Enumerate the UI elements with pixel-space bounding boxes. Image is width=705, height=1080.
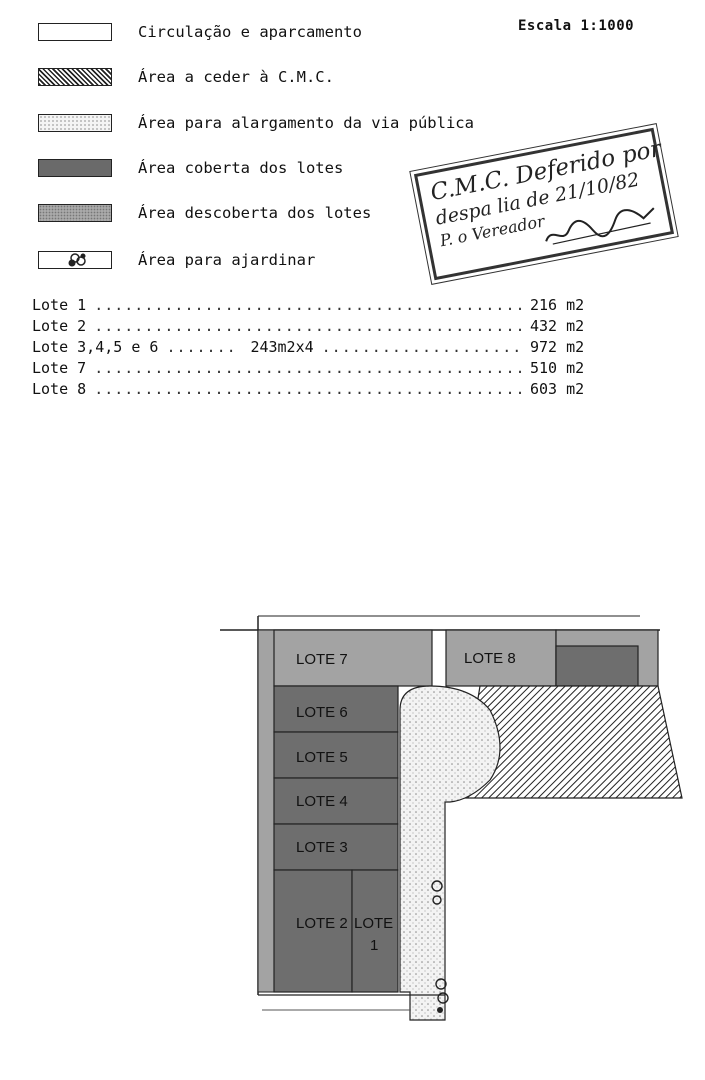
- legend-item-alargamento: Área para alargamento da via pública: [38, 111, 474, 135]
- lot-name: Lote 8: [32, 379, 87, 398]
- legend-swatch-medium: [38, 204, 112, 222]
- shrub-icon: [68, 253, 86, 267]
- lot-area: 432 m2: [530, 316, 585, 335]
- legend-label: Área coberta dos lotes: [138, 159, 344, 177]
- lot-name: Lote 1: [32, 295, 87, 314]
- lot-area: 510 m2: [530, 358, 585, 377]
- legend-item-circulacao: Circulação e aparcamento: [38, 20, 362, 44]
- legend-item-ceder: Área a ceder à C.M.C.: [38, 65, 334, 89]
- lot-3-label: LOTE 3: [296, 839, 348, 856]
- lot-1-label: LOTE: [354, 915, 393, 932]
- lot-7-label: LOTE 7: [296, 651, 348, 668]
- lot-7: [273, 629, 433, 687]
- lot-2: [273, 869, 353, 993]
- lot-row: Lote 7 .................................…: [32, 357, 602, 378]
- legend-item-ajardinar: Área para ajardinar: [38, 248, 315, 272]
- dot-leader: ........................................…: [94, 295, 522, 314]
- lot-name: Lote 7: [32, 358, 87, 377]
- lot-2-label: LOTE 2: [296, 915, 348, 932]
- lot-1: [351, 869, 399, 993]
- signature: [545, 207, 655, 245]
- dot-leader: ........................................…: [94, 379, 522, 398]
- legend-swatch-dark: [38, 159, 112, 177]
- dot-leader: ........................................…: [94, 358, 522, 377]
- legend-label: Área descoberta dos lotes: [138, 204, 372, 222]
- site-plan: LOTE 7 LOTE 8 LOTE 6 LOTE 5 LOTE 4 LOTE …: [220, 615, 683, 1021]
- legend-label: Circulação e aparcamento: [138, 23, 362, 41]
- lot-6: [273, 685, 399, 733]
- legend-swatch-hatch: [38, 68, 112, 86]
- legend-item-coberta: Área coberta dos lotes: [38, 156, 343, 180]
- lot-row: Lote 1 .................................…: [32, 294, 602, 315]
- legend-label: Área para ajardinar: [138, 251, 316, 269]
- lot-name: Lote 3,4,5 e 6: [32, 337, 159, 356]
- legend-swatch-dotted: [38, 114, 112, 132]
- lot-5-label: LOTE 5: [296, 749, 348, 766]
- dot-leader: ........................................…: [94, 316, 522, 335]
- lot-areas-table: Lote 1 .................................…: [32, 294, 602, 399]
- scale-label: Escala 1:1000: [518, 18, 635, 34]
- dot-leader: ........................................…: [321, 337, 522, 356]
- lot-4: [273, 777, 399, 825]
- lot-3: [273, 823, 399, 871]
- road-widening-area: [399, 685, 501, 1021]
- legend-label: Área a ceder à C.M.C.: [138, 68, 334, 86]
- lot-8-label: LOTE 8: [464, 650, 516, 667]
- lot-area: 603 m2: [530, 379, 585, 398]
- lot-row: Lote 8 .................................…: [32, 378, 602, 399]
- legend-swatch-garden: [38, 251, 112, 269]
- lot-calc: 243m2x4: [250, 337, 314, 356]
- lot-name: Lote 2: [32, 316, 87, 335]
- lot-8: [445, 629, 557, 687]
- shrub-icon: [435, 978, 449, 1013]
- lot-1-label: 1: [370, 937, 378, 954]
- lot-area: 216 m2: [530, 295, 585, 314]
- lot-8-building: [555, 645, 639, 687]
- dot-leader: ..........: [166, 337, 237, 356]
- lot-5: [273, 731, 399, 779]
- lot-6-label: LOTE 6: [296, 704, 348, 721]
- lot-row: Lote 3,4,5 e 6 .......... 243m2x4 ......…: [32, 336, 602, 357]
- legend-label: Área para alargamento da via pública: [138, 114, 474, 132]
- lot-4-label: LOTE 4: [296, 793, 348, 810]
- lot-row: Lote 2 .................................…: [32, 315, 602, 336]
- uncovered-strip: [257, 629, 275, 993]
- shrub-icon: [431, 880, 443, 905]
- legend-swatch-white: [38, 23, 112, 41]
- lot-area: 972 m2: [530, 337, 585, 356]
- approval-stamp: C.M.C. Deferido por despa lia de 21/10/8…: [409, 122, 679, 286]
- legend-item-descoberta: Área descoberta dos lotes: [38, 201, 371, 225]
